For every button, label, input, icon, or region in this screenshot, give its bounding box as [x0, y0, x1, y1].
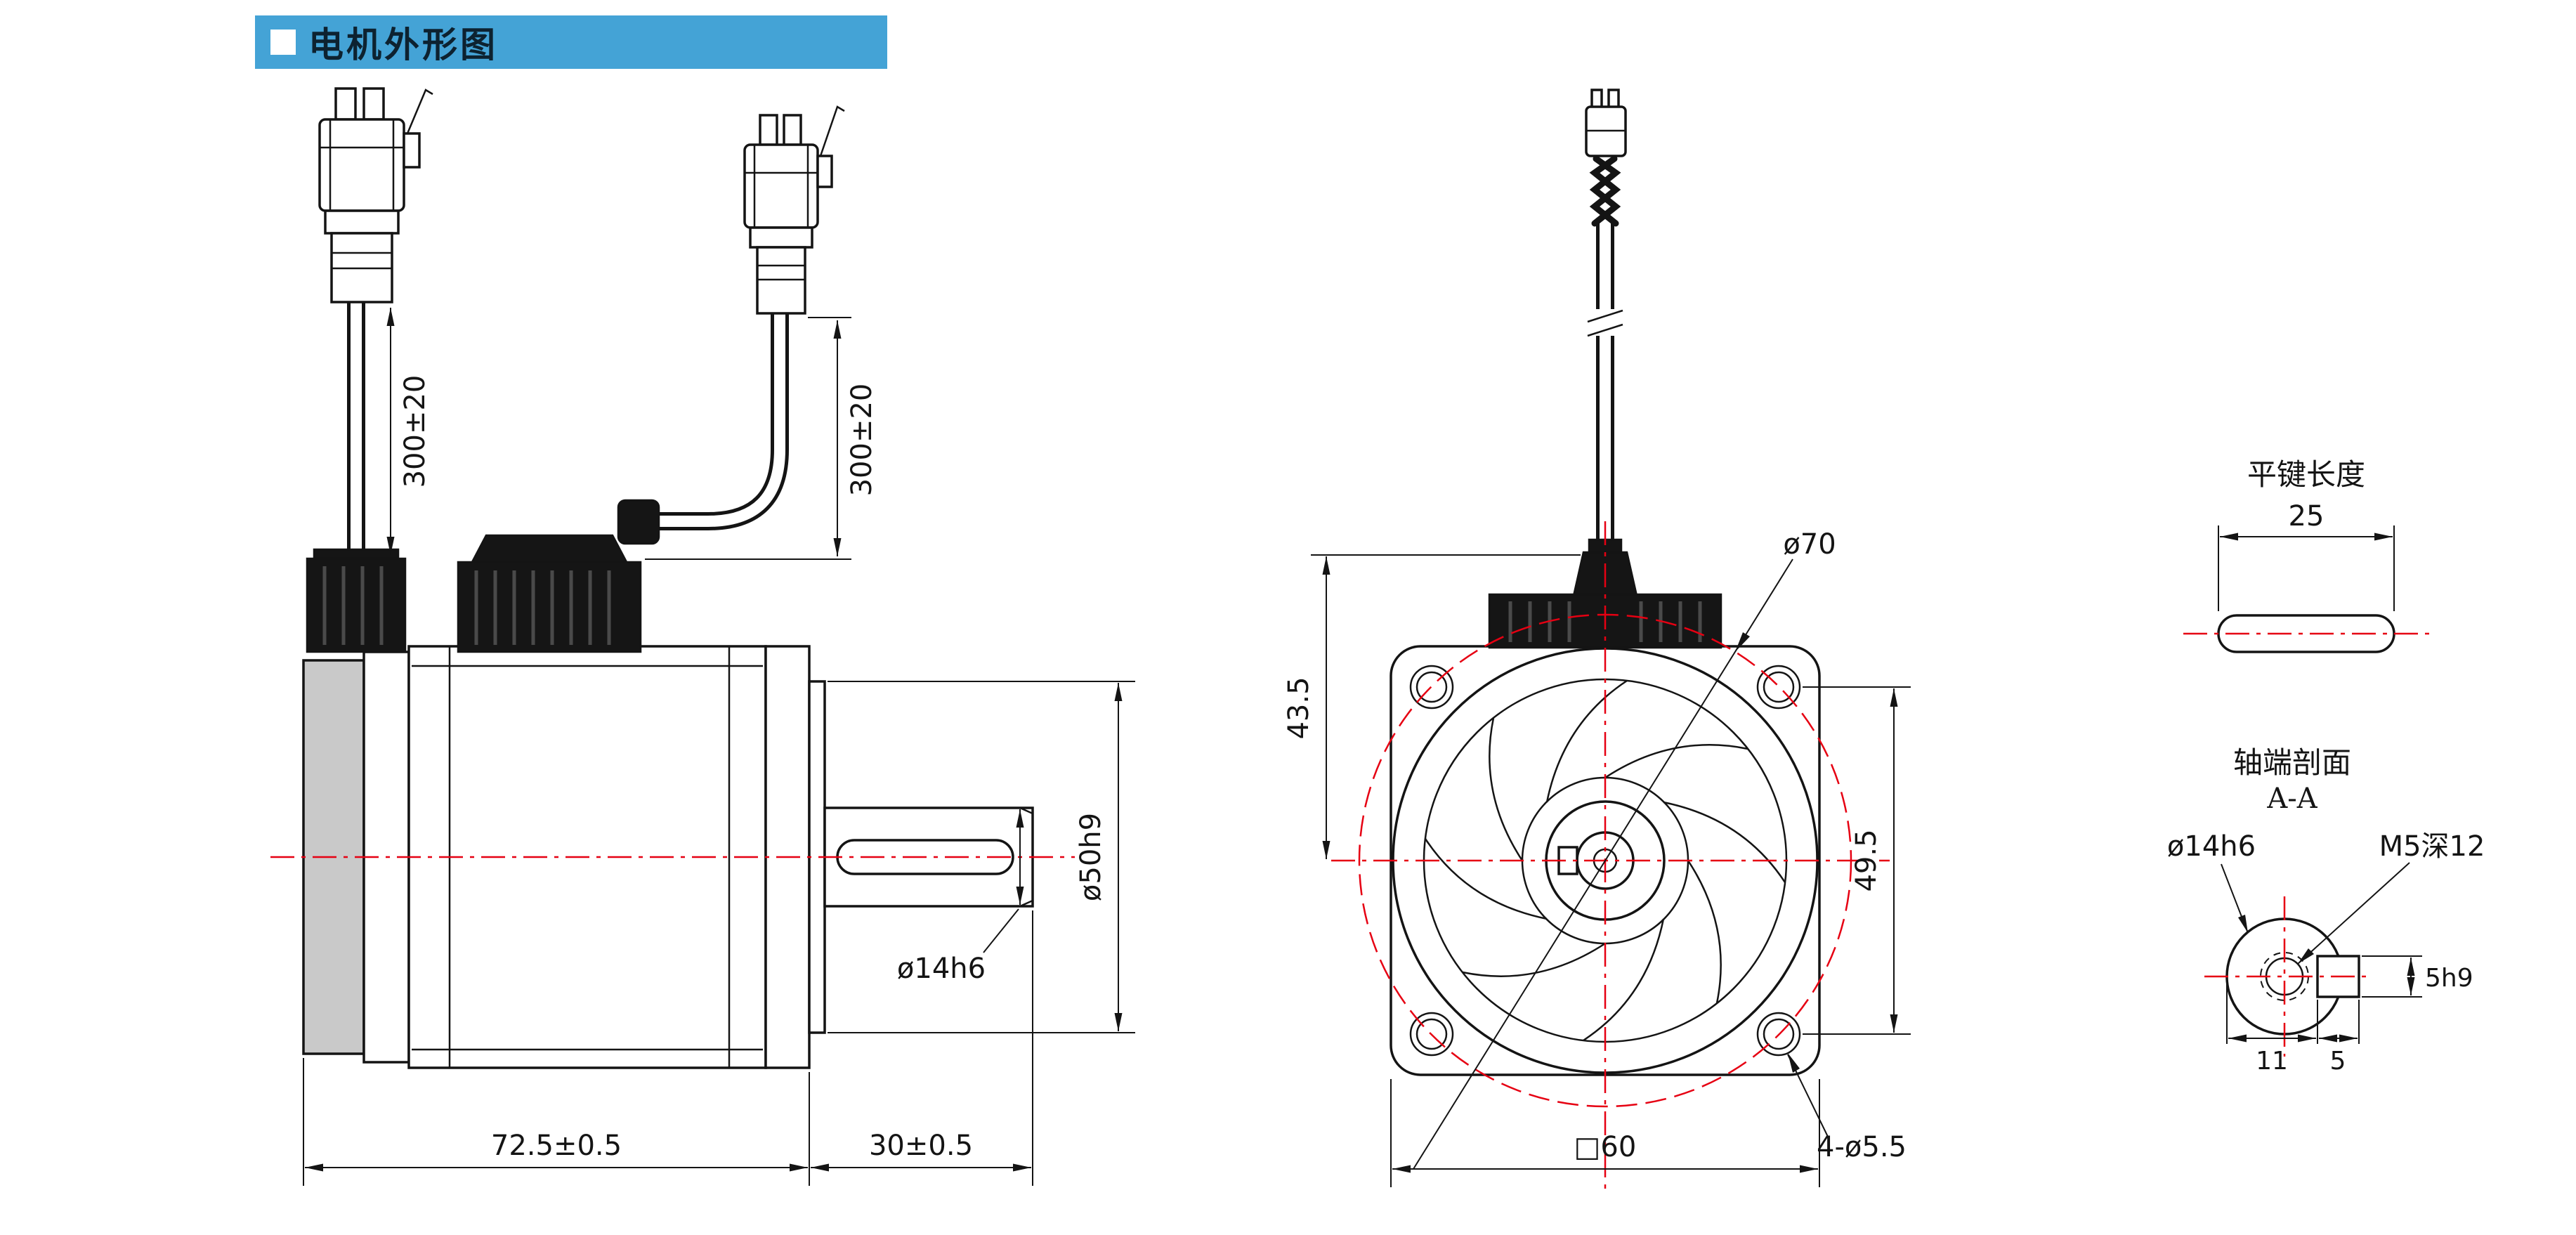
dim-label-shaft-dia: ø14h6 — [897, 953, 986, 985]
dim-spigot-diameter: ø50h9 — [828, 681, 1135, 1033]
connector-pin — [1590, 89, 1603, 110]
connector-pin — [1607, 89, 1620, 110]
twisted-wires — [1589, 155, 1621, 227]
vent-slot — [1687, 860, 1722, 1004]
dim-cable1-length: 300±20 — [386, 308, 431, 555]
connector-latch — [403, 132, 421, 169]
key-length-detail: 平键长度 25 — [2183, 457, 2429, 653]
front-top-connector — [1585, 89, 1627, 157]
encoder-connector-block — [306, 548, 407, 653]
connector-pin — [334, 87, 357, 121]
connector-pin — [362, 87, 385, 121]
dim-label-cable1: 300±20 — [399, 375, 431, 488]
dim-label-depth-to-flat: 11 — [2256, 1047, 2288, 1076]
dim-label-key-depth: 5 — [2330, 1047, 2346, 1076]
dim-key-width: 5h9 — [2362, 955, 2473, 998]
side-view: 300±20 300±20 ø50h9 ø14h6 — [270, 87, 1135, 1186]
front-view: ø70 4-ø5.5 43.5 49.5 — [1283, 89, 1911, 1194]
dim-label-spigot: ø50h9 — [1075, 813, 1107, 901]
dim-label-key-length: 25 — [2289, 500, 2325, 532]
leader-arrow — [1735, 632, 1750, 652]
dim-label-bolt-circle: ø70 — [1783, 528, 1836, 561]
header-title: 电机外形图 — [308, 25, 498, 65]
leader-arrow — [2238, 915, 2248, 933]
dim-label-section-shaft-dia: ø14h6 — [2167, 830, 2256, 863]
dim-shaft-diameter: ø14h6 — [897, 809, 1024, 985]
signal-plug-connector — [318, 87, 433, 303]
dim-keyway-depths: 11 5 — [2226, 981, 2360, 1076]
section-title: 轴端剖面 — [2233, 745, 2351, 780]
cable-break-mark — [1587, 323, 1623, 337]
leader-arrow — [2298, 948, 2314, 964]
power-plug-connector — [743, 105, 845, 315]
dim-cable2-length: 300±20 — [645, 317, 878, 560]
section-header: 电机外形图 — [255, 15, 887, 69]
key-detail-title: 平键长度 — [2247, 457, 2365, 492]
dim-label-cable2: 300±20 — [846, 384, 878, 497]
vent-slot — [1663, 801, 1786, 883]
section-label: A-A — [2266, 783, 2317, 815]
vent-slot — [1489, 717, 1524, 861]
mounting-holes — [1409, 665, 1801, 1057]
dim-label-mount-holes: 4-ø5.5 — [1817, 1131, 1907, 1163]
dim-hole-pitch: 49.5 — [1803, 686, 1911, 1035]
dim-label-shaft-length: 30±0.5 — [869, 1130, 973, 1162]
cable-gland — [617, 499, 660, 545]
front-cable — [1587, 155, 1623, 544]
connector-pin — [759, 114, 778, 146]
shaft-section-detail: 轴端剖面 A-A ø14h6 M5深12 5h9 — [2167, 745, 2485, 1076]
dim-label-body-length: 72.5±0.5 — [491, 1130, 622, 1162]
mount-hole — [1756, 665, 1801, 710]
twisted-wires — [1589, 155, 1621, 227]
mount-hole — [1756, 1012, 1801, 1057]
mount-hole — [1409, 1012, 1454, 1057]
mount-hole — [1409, 665, 1454, 710]
connector-latch — [816, 155, 833, 188]
dim-label-tapped-hole: M5深12 — [2379, 830, 2485, 863]
connector-pin — [783, 114, 802, 146]
cable-break-mark — [1587, 309, 1623, 323]
dim-label-flange-size: □60 — [1574, 1131, 1637, 1163]
power-connector-block — [457, 499, 660, 653]
dim-label-hole-pitch: 49.5 — [1850, 829, 1883, 891]
dim-label-center-to-top: 43.5 — [1283, 677, 1315, 739]
dim-mount-holes: 4-ø5.5 — [1787, 1053, 1907, 1163]
section-line — [1413, 558, 1793, 1170]
dim-body-length: 72.5±0.5 30±0.5 — [303, 910, 1033, 1186]
vent-slot — [1545, 679, 1628, 803]
vent-slot — [1424, 838, 1548, 920]
dim-label-key-width: 5h9 — [2425, 964, 2473, 993]
dim-center-to-top: 43.5 — [1283, 554, 1581, 859]
dim-flange-size: □60 — [1390, 1079, 1820, 1187]
vent-slot — [1583, 918, 1665, 1042]
header-square-icon — [270, 30, 296, 55]
leader-arrow — [1788, 1053, 1800, 1073]
power-cable — [636, 313, 789, 530]
